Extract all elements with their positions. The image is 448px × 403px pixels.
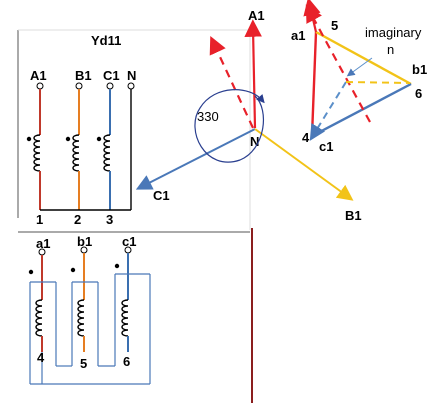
angle-arc-330 xyxy=(194,89,265,163)
phasor-a1-label: A1 xyxy=(248,8,265,23)
winding-number-3: 3 xyxy=(106,212,113,227)
coil-a1s xyxy=(35,299,43,337)
terminal-c1s-label: c1 xyxy=(122,234,136,249)
delta-5-label: 5 xyxy=(331,18,338,33)
phasor-b1 xyxy=(254,128,354,201)
winding-number-2: 2 xyxy=(74,212,81,227)
imaginary-pointer xyxy=(346,57,373,77)
terminal-b1-label: B1 xyxy=(75,68,92,83)
coil-c1 xyxy=(103,134,111,172)
imaginary-n-label: n xyxy=(387,42,394,57)
coil-b1s xyxy=(77,299,85,337)
terminal-n-dot xyxy=(127,82,135,90)
phasor-a1 xyxy=(244,19,262,129)
coil-b1 xyxy=(72,134,80,172)
delta-a1-label: a1 xyxy=(291,28,305,43)
terminal-a1-label: A1 xyxy=(30,68,47,83)
delta-side-red xyxy=(310,31,318,137)
delta-side-yellow xyxy=(315,30,412,86)
terminal-b1s-label: b1 xyxy=(77,234,92,249)
star-phasor: A1 C1 B1 N 330 xyxy=(135,8,362,223)
primary-winding: A1 B1 C1 N 1 2 3 xyxy=(17,29,251,230)
terminal-a1-dot xyxy=(36,82,44,90)
delta-4-label: 4 xyxy=(302,130,310,145)
phasor-c1-label: C1 xyxy=(153,188,170,203)
polarity-dot-a1 xyxy=(26,136,32,142)
coil-c1s xyxy=(121,299,129,337)
delta-side-blue xyxy=(311,82,412,138)
delta-6-label: 6 xyxy=(415,86,422,101)
phasor-b1-label: B1 xyxy=(345,208,362,223)
delta-c1-label: c1 xyxy=(319,139,333,154)
delta-dashed-red xyxy=(305,4,371,123)
terminal-b1-dot xyxy=(75,82,83,90)
terminal-c1-dot xyxy=(106,82,114,90)
delta-b1-label: b1 xyxy=(412,62,427,77)
winding-number-6: 6 xyxy=(123,354,130,369)
imaginary-label: imaginary xyxy=(365,25,422,40)
neutral-label: N xyxy=(250,134,259,149)
delta-phasor: a1 5 imaginary n b1 6 4 c1 xyxy=(291,0,427,154)
delta-dashed-yellow xyxy=(345,81,411,84)
coil-a1 xyxy=(33,134,41,172)
terminal-c1-label: C1 xyxy=(103,68,120,83)
phasor-c1 xyxy=(135,128,256,190)
secondary-winding: a1 b1 c1 xyxy=(18,231,250,385)
polarity-dot-b1 xyxy=(65,136,71,142)
diagram-title: Yd11 xyxy=(91,33,121,48)
winding-number-5: 5 xyxy=(80,356,87,371)
terminal-a1s-label: a1 xyxy=(36,236,50,251)
delta-dashed-blue xyxy=(309,81,347,141)
angle-label: 330 xyxy=(197,109,219,124)
polarity-dot-c1 xyxy=(96,136,102,142)
winding-number-4: 4 xyxy=(37,350,45,365)
phasor-a1-dashed xyxy=(209,36,254,129)
winding-number-1: 1 xyxy=(36,212,43,227)
terminal-n-label: N xyxy=(127,68,136,83)
